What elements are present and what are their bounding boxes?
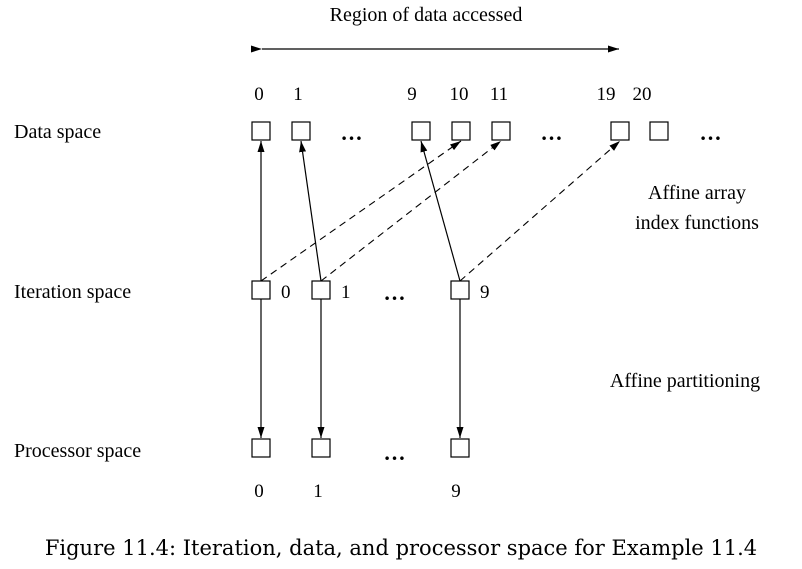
processor-cell [311, 438, 331, 458]
iteration-cell [450, 280, 470, 300]
iteration-cell [251, 280, 271, 300]
data-index-11: 11 [490, 84, 508, 105]
affine-partitioning-note: Affine partitioning [610, 370, 760, 392]
processor-cell [251, 438, 271, 458]
processor-index-1: 1 [313, 481, 323, 502]
data-cell [610, 121, 630, 141]
access-arrow [299, 140, 322, 282]
data-cell [411, 121, 431, 141]
data-index-19: 19 [597, 84, 616, 105]
iteration-index-0: 0 [281, 282, 291, 303]
data-ellipsis: … [541, 120, 564, 145]
region-title: Region of data accessed [330, 4, 523, 26]
dashed-access-arrow [459, 140, 621, 282]
affine-index-note-line1: Affine array [648, 182, 746, 204]
data-cell [251, 121, 271, 141]
iteration-ellipsis: … [384, 280, 407, 305]
dashed-access-arrow [320, 140, 502, 282]
iteration-space-label: Iteration space [14, 281, 131, 303]
figure-caption: Figure 11.4: Iteration, data, and proces… [44, 536, 758, 560]
processor-space-label: Processor space [14, 440, 141, 462]
data-index-10: 10 [450, 84, 469, 105]
iteration-index-9: 9 [480, 282, 490, 303]
processor-ellipsis: … [384, 440, 407, 465]
data-ellipsis: … [341, 120, 364, 145]
data-cell [491, 121, 511, 141]
dashed-access-arrow [260, 140, 462, 282]
data-cell [451, 121, 471, 141]
data-index-20: 20 [633, 84, 652, 105]
processor-index-0: 0 [254, 481, 264, 502]
data-ellipsis: … [700, 120, 723, 145]
data-index-9: 9 [407, 84, 417, 105]
data-cell [649, 121, 669, 141]
iteration-cell [311, 280, 331, 300]
data-index-0: 0 [254, 84, 264, 105]
processor-cell [450, 438, 470, 458]
processor-index-9: 9 [451, 481, 461, 502]
data-cell [291, 121, 311, 141]
iteration-index-1: 1 [341, 282, 351, 303]
affine-index-note-line2: index functions [635, 212, 759, 234]
data-index-1: 1 [293, 84, 303, 105]
data-space-label: Data space [14, 121, 101, 143]
access-arrow [420, 140, 461, 282]
